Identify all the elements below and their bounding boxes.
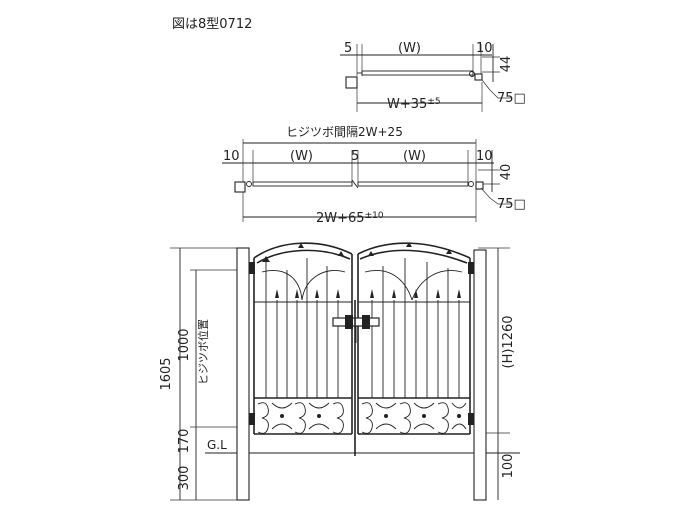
- mid-width-right: (W): [403, 149, 426, 164]
- dim-embed: 300: [177, 466, 192, 491]
- right-post: [473, 249, 487, 501]
- top-right-gap: 10: [476, 41, 493, 56]
- lock-body-left: [345, 315, 353, 329]
- right-leaf-bars: [370, 258, 461, 398]
- mid-left-post: [234, 181, 246, 193]
- lock-body-right: [362, 315, 370, 329]
- top-total: W+35±5: [387, 97, 441, 112]
- dim-bottom-clear: 100: [501, 454, 516, 479]
- mid-total: 2W+65±10: [316, 211, 384, 226]
- left-post: [236, 247, 250, 501]
- hinge-bottom-right: [468, 413, 474, 425]
- top-width: (W): [398, 41, 421, 56]
- top-ornaments: [262, 242, 452, 262]
- left-leaf-top-arch: [253, 242, 353, 259]
- mid-right-leaf: [357, 181, 469, 187]
- right-leaf-top-arch: [357, 242, 471, 259]
- top-left-post: [345, 76, 358, 89]
- dim-hinge-height: 1000: [177, 328, 192, 361]
- left-leaf-bars: [265, 258, 340, 398]
- dim-gap-bottom: 170: [177, 429, 192, 454]
- latch-bar: [332, 317, 380, 327]
- mid-right-gap: 10: [476, 149, 493, 164]
- mid-left-gap: 10: [223, 149, 240, 164]
- top-left-gap: 5: [344, 41, 352, 56]
- double-plan-view: ヒジツボ間隔2W+25 10 (W) 5 (W) 10 40 2W+65±: [222, 125, 526, 226]
- hinge-pitch-label: ヒジツボ間隔2W+25: [286, 125, 403, 139]
- dim-hinge-label: ヒジツボ位置: [196, 319, 210, 385]
- top-right-post: [474, 73, 483, 81]
- bottom-scroll-panel: [257, 402, 467, 434]
- elevation-view: G.L 1605 1000 ヒジツボ位置 170 300 (H)1260 100: [159, 242, 520, 501]
- gl-label: G.L: [207, 438, 227, 452]
- dim-gate-height: (H)1260: [501, 315, 516, 368]
- drawing-title: 図は8型0712: [172, 17, 252, 32]
- top-depth: 44: [499, 56, 514, 73]
- hinge-top-left: [249, 262, 255, 274]
- hinge-top-right: [468, 262, 474, 274]
- mid-left-leaf: [252, 181, 353, 187]
- dim-post-height: 1605: [159, 357, 174, 390]
- mid-depth: 40: [499, 164, 514, 181]
- top-gate-leaf: [361, 70, 474, 76]
- mid-post-size: 75□: [497, 197, 526, 212]
- mid-right-post: [475, 181, 484, 190]
- mid-center-gap: 5: [351, 149, 359, 164]
- hinge-bottom-left: [249, 413, 255, 425]
- top-post-size: 75□: [497, 91, 526, 106]
- top-plan-view: 5 (W) 10 44 W+35±5 75□: [340, 41, 526, 112]
- mid-width-left: (W): [290, 149, 313, 164]
